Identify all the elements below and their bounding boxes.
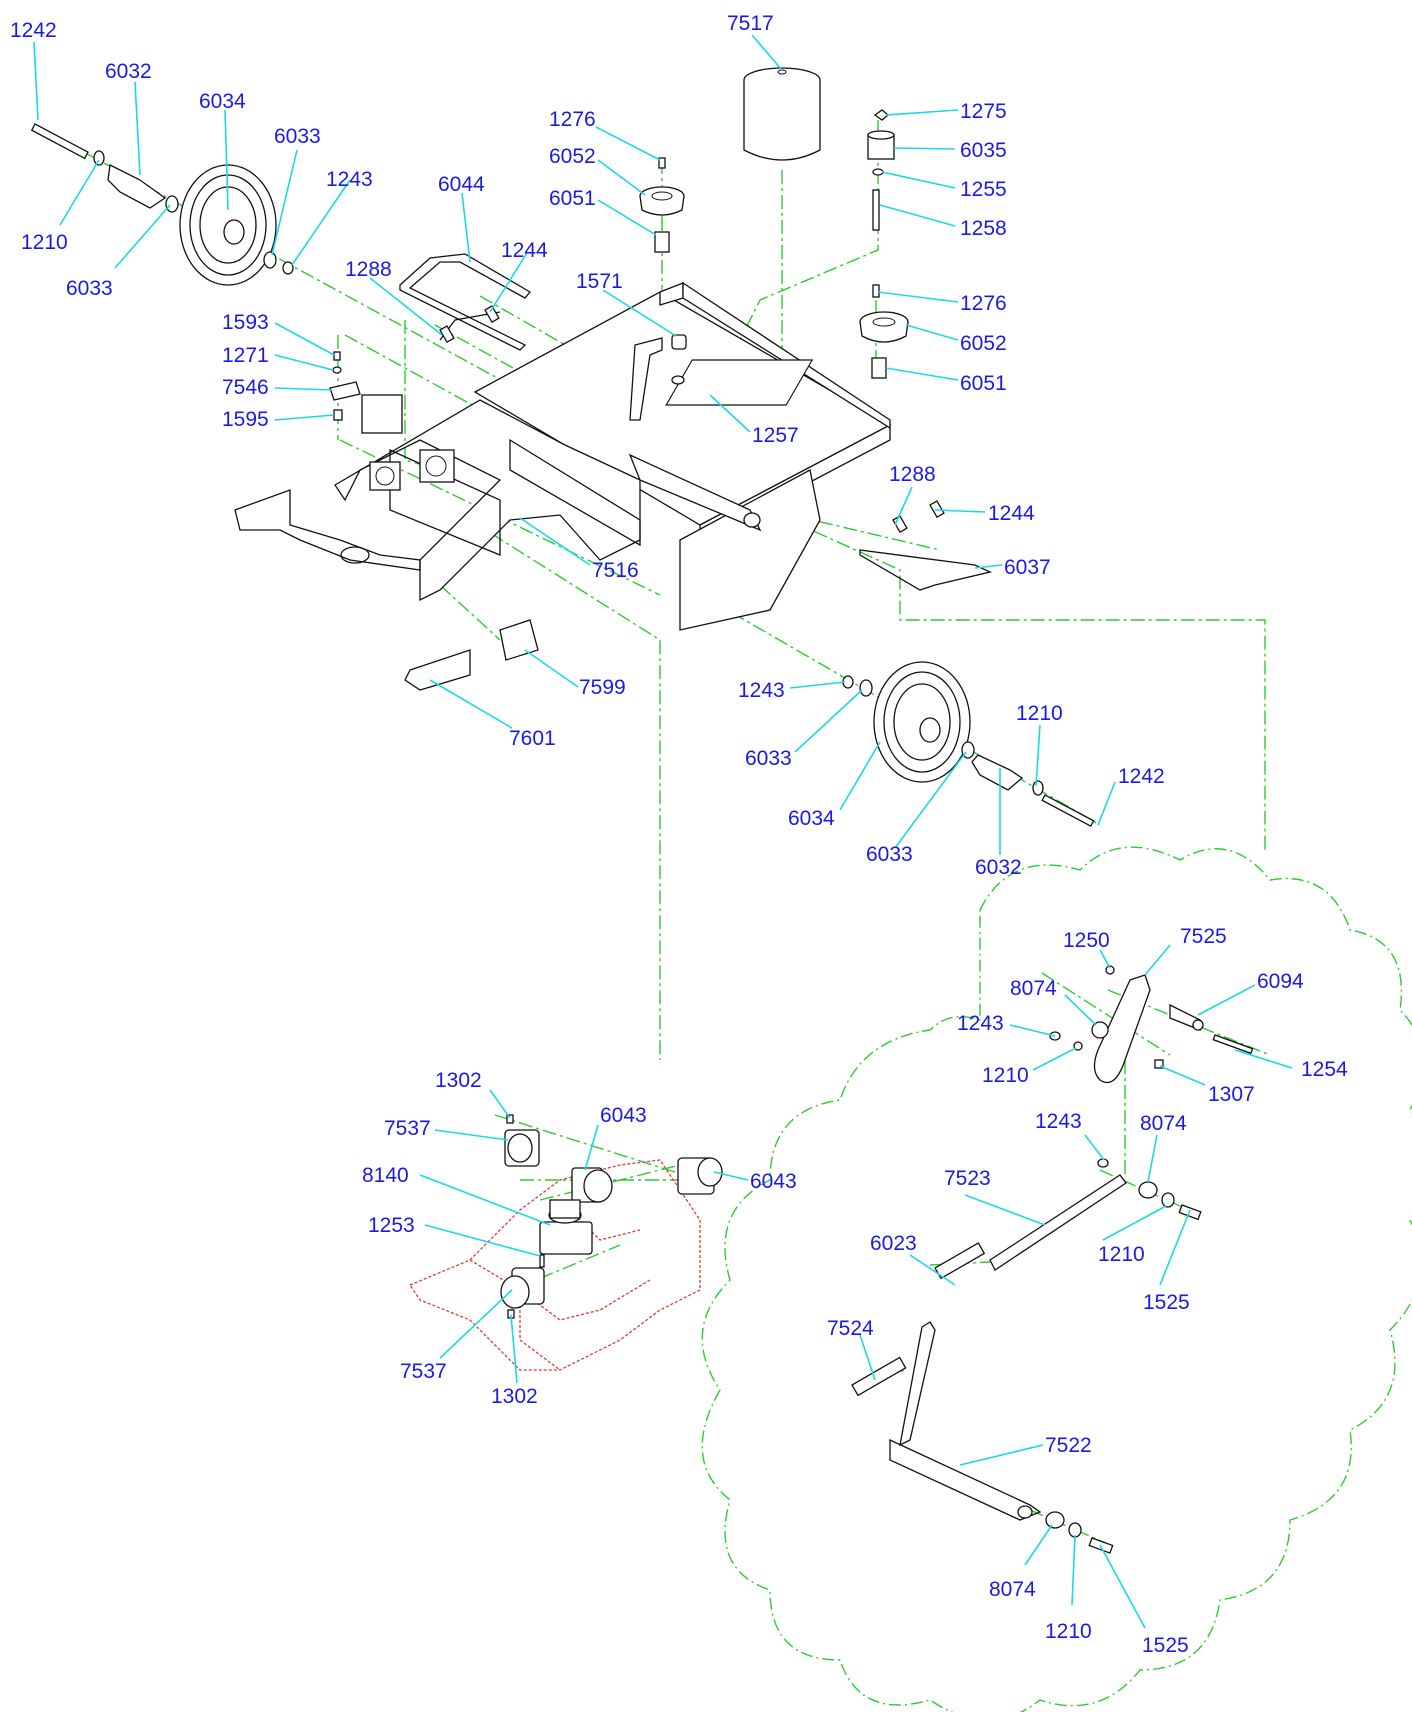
label-8074: 8074 bbox=[1140, 1112, 1187, 1135]
label-6051: 6051 bbox=[960, 372, 1007, 395]
label-1243: 1243 bbox=[738, 679, 785, 702]
label-1307: 1307 bbox=[1208, 1083, 1255, 1106]
label-1210: 1210 bbox=[1045, 1620, 1092, 1643]
label-6034: 6034 bbox=[788, 807, 835, 830]
label-7525: 7525 bbox=[1180, 925, 1227, 948]
handle-6037 bbox=[859, 500, 992, 591]
label-1302: 1302 bbox=[491, 1385, 538, 1408]
mount-6052-6051-right bbox=[859, 284, 909, 379]
bracket-7599-7601 bbox=[404, 619, 539, 691]
label-8074: 8074 bbox=[1010, 977, 1057, 1000]
wheel-assembly-left bbox=[30, 123, 294, 286]
label-6033: 6033 bbox=[66, 277, 113, 300]
label-6044: 6044 bbox=[438, 173, 485, 196]
label-7599: 7599 bbox=[579, 676, 626, 699]
leader-lines bbox=[33, 34, 1293, 1629]
detail-cloud-boundary bbox=[701, 846, 1412, 1712]
label-1276: 1276 bbox=[549, 108, 596, 131]
label-1271: 1271 bbox=[222, 344, 269, 367]
label-6052: 6052 bbox=[960, 332, 1007, 355]
bearing-subassembly bbox=[500, 1114, 723, 1319]
label-1242: 1242 bbox=[10, 19, 57, 42]
label-6037: 6037 bbox=[1004, 556, 1051, 579]
cylinder-7517 bbox=[743, 67, 821, 161]
label-1244: 1244 bbox=[988, 502, 1035, 525]
label-6094: 6094 bbox=[1257, 970, 1304, 993]
label-1210: 1210 bbox=[1016, 702, 1063, 725]
knob-1571 bbox=[671, 334, 687, 385]
label-7516: 7516 bbox=[592, 559, 639, 582]
label-7524: 7524 bbox=[827, 1317, 874, 1340]
label-1525: 1525 bbox=[1142, 1634, 1189, 1657]
label-6032: 6032 bbox=[975, 856, 1022, 879]
label-1243: 1243 bbox=[1035, 1110, 1082, 1133]
label-7537: 7537 bbox=[400, 1360, 447, 1383]
label-1244: 1244 bbox=[501, 239, 548, 262]
reference-frame-ghost bbox=[409, 1159, 701, 1371]
label-6051: 6051 bbox=[549, 187, 596, 210]
label-7537: 7537 bbox=[384, 1117, 431, 1140]
main-frame-7516 bbox=[234, 281, 892, 631]
label-6034: 6034 bbox=[199, 90, 246, 113]
label-6033: 6033 bbox=[866, 843, 913, 866]
label-1243: 1243 bbox=[326, 168, 373, 191]
mount-6052-6051-left bbox=[639, 157, 685, 253]
label-6032: 6032 bbox=[105, 60, 152, 83]
label-1571: 1571 bbox=[576, 270, 623, 293]
label-1243: 1243 bbox=[957, 1012, 1004, 1035]
part-labels: 1242 6032 6034 6033 1243 1210 6033 6044 … bbox=[10, 12, 1348, 1657]
label-6035: 6035 bbox=[960, 139, 1007, 162]
label-1302: 1302 bbox=[435, 1069, 482, 1092]
label-6043: 6043 bbox=[600, 1104, 647, 1127]
handle-6044 bbox=[399, 253, 531, 351]
label-1255: 1255 bbox=[960, 178, 1007, 201]
label-1253: 1253 bbox=[368, 1214, 415, 1237]
label-1210: 1210 bbox=[982, 1064, 1029, 1087]
label-1210: 1210 bbox=[1098, 1243, 1145, 1266]
label-1593: 1593 bbox=[222, 311, 269, 334]
label-1525: 1525 bbox=[1143, 1291, 1190, 1314]
label-8140: 8140 bbox=[362, 1164, 409, 1187]
linkage-subassembly bbox=[851, 965, 1254, 1554]
label-1288: 1288 bbox=[345, 258, 392, 281]
wheel-assembly-right bbox=[842, 661, 1095, 827]
label-1275: 1275 bbox=[960, 100, 1007, 123]
label-6033: 6033 bbox=[745, 747, 792, 770]
label-6033: 6033 bbox=[274, 125, 321, 148]
label-1288: 1288 bbox=[889, 463, 936, 486]
label-8074: 8074 bbox=[989, 1578, 1036, 1601]
label-7517: 7517 bbox=[727, 12, 774, 35]
label-1254: 1254 bbox=[1301, 1058, 1348, 1081]
label-1257: 1257 bbox=[752, 424, 799, 447]
label-1242: 1242 bbox=[1118, 765, 1165, 788]
label-1595: 1595 bbox=[222, 408, 269, 431]
label-1250: 1250 bbox=[1063, 929, 1110, 952]
label-6043: 6043 bbox=[750, 1170, 797, 1193]
label-7601: 7601 bbox=[509, 727, 556, 750]
label-6023: 6023 bbox=[870, 1232, 917, 1255]
label-1258: 1258 bbox=[960, 217, 1007, 240]
label-1210: 1210 bbox=[21, 231, 68, 254]
label-7522: 7522 bbox=[1045, 1434, 1092, 1457]
stack-1275-1258 bbox=[867, 109, 895, 231]
bracket-group-1593-1595 bbox=[329, 351, 361, 421]
label-1276: 1276 bbox=[960, 292, 1007, 315]
label-7523: 7523 bbox=[944, 1167, 991, 1190]
label-7546: 7546 bbox=[222, 376, 269, 399]
label-6052: 6052 bbox=[549, 145, 596, 168]
